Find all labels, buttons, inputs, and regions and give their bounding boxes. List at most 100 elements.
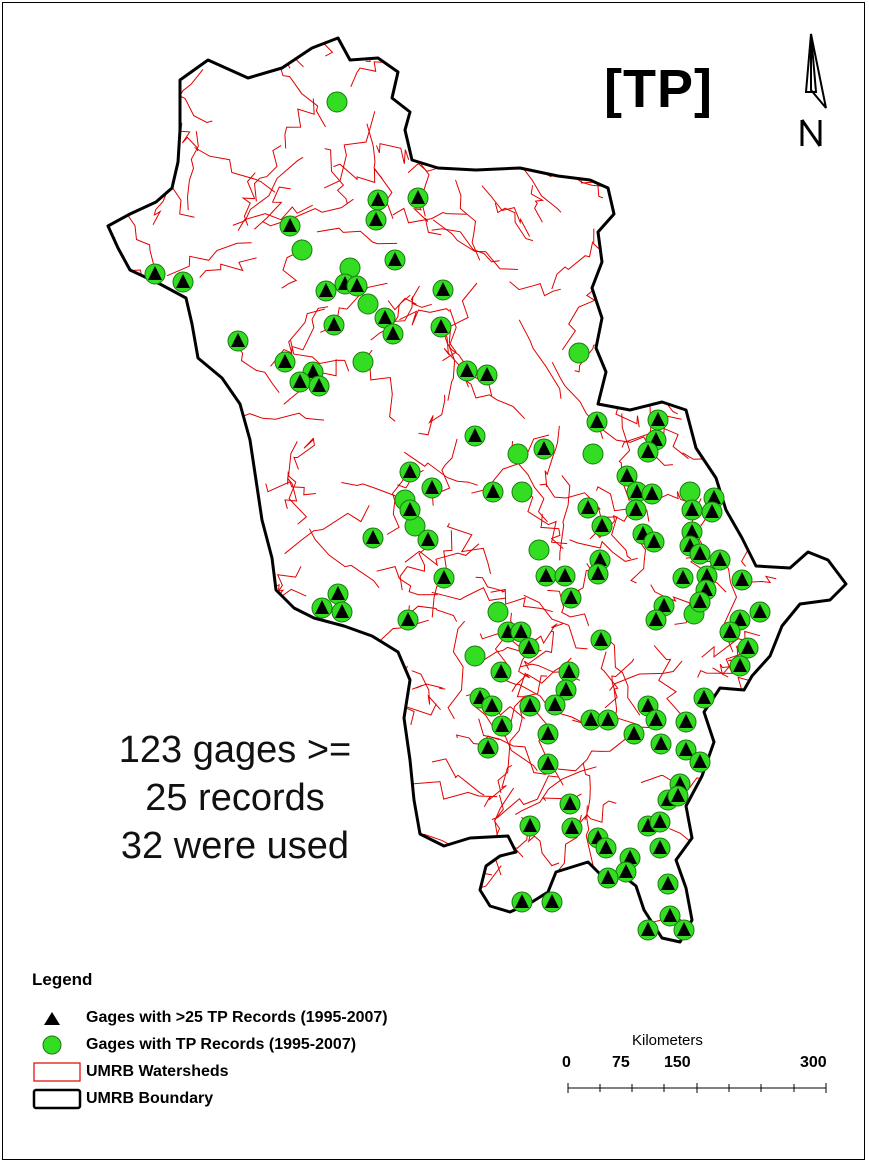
gage-black-triangle — [545, 894, 559, 908]
gage-black-triangle — [148, 266, 162, 280]
gage-black-triangle — [523, 818, 537, 832]
watershed-line — [108, 473, 137, 491]
watershed-line — [490, 588, 553, 613]
watershed-line — [277, 58, 326, 128]
watershed-line — [323, 111, 376, 189]
watershed-line — [756, 807, 773, 858]
watershed-line — [816, 839, 846, 849]
gage-black-triangle — [641, 922, 655, 936]
watershed-line — [839, 315, 846, 378]
watershed-line — [596, 486, 650, 522]
watershed-line — [523, 594, 588, 650]
watershed-line — [840, 162, 846, 233]
watershed-line — [799, 804, 835, 821]
watershed-line — [462, 377, 526, 420]
watershed-line — [810, 772, 846, 787]
gage-green-circle — [352, 351, 374, 373]
watershed-line — [523, 630, 555, 670]
watershed-line — [108, 372, 165, 404]
watershed-line — [745, 412, 786, 429]
watershed-line — [794, 755, 809, 846]
watershed-line — [616, 305, 647, 336]
gage-black-triangle — [713, 552, 727, 566]
gage-black-triangle — [176, 274, 190, 288]
gage-black-triangle — [653, 840, 667, 854]
watershed-line — [392, 207, 467, 224]
watershed-line — [797, 159, 816, 215]
watershed-line — [442, 38, 501, 63]
watershed-line — [753, 343, 801, 402]
legend-item-watersheds: UMRB Watersheds — [32, 1058, 572, 1085]
watershed-line — [783, 269, 846, 332]
watershed-line — [287, 629, 324, 653]
watershed-line — [712, 712, 761, 734]
watershed-line — [559, 475, 571, 561]
watershed-line — [577, 800, 617, 826]
gage-black-triangle — [651, 412, 665, 426]
legend-label: Gages with >25 TP Records (1995-2007) — [86, 1008, 388, 1026]
gage-green-circle — [487, 601, 509, 623]
gage-black-triangle — [591, 566, 605, 580]
watershed-line — [481, 185, 531, 237]
gage-black-triangle — [663, 908, 677, 922]
watershed-line — [515, 766, 597, 816]
gage-green-circle — [511, 481, 533, 503]
watershed-line — [569, 539, 638, 562]
watershed-line — [316, 227, 398, 245]
gage-black-triangle — [481, 740, 495, 754]
watershed-line — [723, 246, 742, 315]
watershed-line — [831, 221, 842, 314]
watershed-line — [781, 282, 815, 294]
gage-black-triangle — [403, 502, 417, 516]
watershed-line — [532, 623, 564, 645]
watershed-line — [108, 259, 154, 287]
watershed-line — [350, 38, 371, 63]
watershed-line — [134, 156, 171, 181]
watershed-line — [518, 319, 562, 399]
watershed-line — [284, 505, 370, 555]
gage-black-triangle — [319, 283, 333, 297]
watershed-line — [845, 73, 846, 106]
watershed-line — [253, 144, 282, 202]
gage-black-triangle — [541, 726, 555, 740]
watershed-line — [262, 198, 354, 227]
watershed-line — [447, 38, 474, 110]
gage-black-triangle — [515, 894, 529, 908]
watershed-line — [186, 131, 199, 211]
watershed-line — [274, 38, 291, 69]
watershed-line — [497, 705, 523, 794]
legend-item-triangle: Gages with >25 TP Records (1995-2007) — [32, 1004, 572, 1031]
watershed-line — [827, 468, 842, 507]
gage-black-triangle — [283, 218, 297, 232]
gage-black-triangle — [401, 612, 415, 626]
watershed-line — [154, 552, 180, 628]
gage-black-triangle — [278, 354, 292, 368]
watershed-line — [703, 155, 758, 177]
gage-black-triangle — [558, 568, 572, 582]
scale-tick-label: 150 — [664, 1054, 691, 1071]
watershed-line — [152, 192, 168, 225]
watershed-line — [404, 931, 419, 942]
watershed-line — [557, 814, 582, 872]
watershed-line — [747, 857, 786, 897]
annotation-line-3: 32 were used — [120, 825, 350, 867]
watershed-line — [108, 711, 160, 727]
gage-black-triangle — [522, 640, 536, 654]
watershed-line — [716, 871, 755, 938]
gage-black-triangle — [434, 319, 448, 333]
watershed-line — [540, 513, 564, 549]
watershed-line — [761, 200, 812, 224]
watershed-line — [404, 451, 478, 486]
watershed-line — [284, 471, 298, 510]
watershed-line — [461, 80, 476, 126]
annotation-line-1: 123 gages >= — [118, 729, 352, 771]
gage-green-circle — [326, 91, 348, 113]
gage-black-triangle — [649, 612, 663, 626]
watershed-line — [284, 98, 315, 149]
watershed-line — [164, 562, 196, 574]
watershed-line — [649, 185, 699, 216]
watershed-line — [108, 482, 118, 563]
watershed-line — [254, 186, 291, 230]
watershed-line — [600, 651, 619, 717]
